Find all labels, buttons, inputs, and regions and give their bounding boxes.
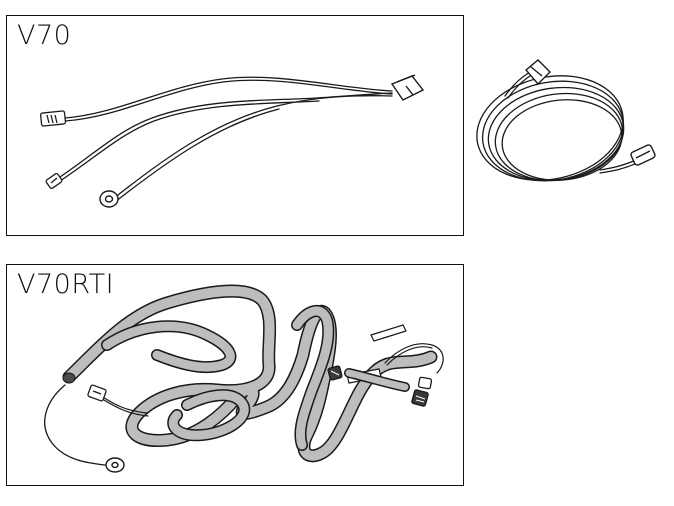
v70rti-right-connector-b [417,376,433,390]
coil-top-plug [525,59,551,86]
v70-label: V70 [17,20,72,51]
v70-blade-terminal [45,173,63,189]
v70rti-right-connector [411,389,429,407]
v70rti-left-connector [87,384,107,402]
v70-wire-main-b [64,79,393,122]
v70-flag-terminal [39,110,67,127]
v70-wire-main [64,76,393,119]
v70rti-center-connector [327,365,343,381]
v70rti-harness-illustration [44,284,444,473]
v70-panel: V70 [6,15,464,236]
v70rti-label: V70RTI [17,269,115,300]
v70-wire-branch-ring [112,95,393,200]
v70rti-ground-wire [44,384,106,466]
v70rti-ring-terminal [105,457,125,473]
v70-connector [390,74,425,101]
coil-right-plug [630,144,656,166]
v70-ring-terminal [99,190,119,208]
v70-wire-branch-ring-b [114,108,280,203]
v70-wire-branch-blade-b [59,100,320,182]
v70rti-tag-label-top [370,324,407,342]
v70rti-sleeved-harness [62,284,438,463]
v70-harness-illustration [39,74,425,208]
v70rti-panel: V70RTI [6,264,464,486]
